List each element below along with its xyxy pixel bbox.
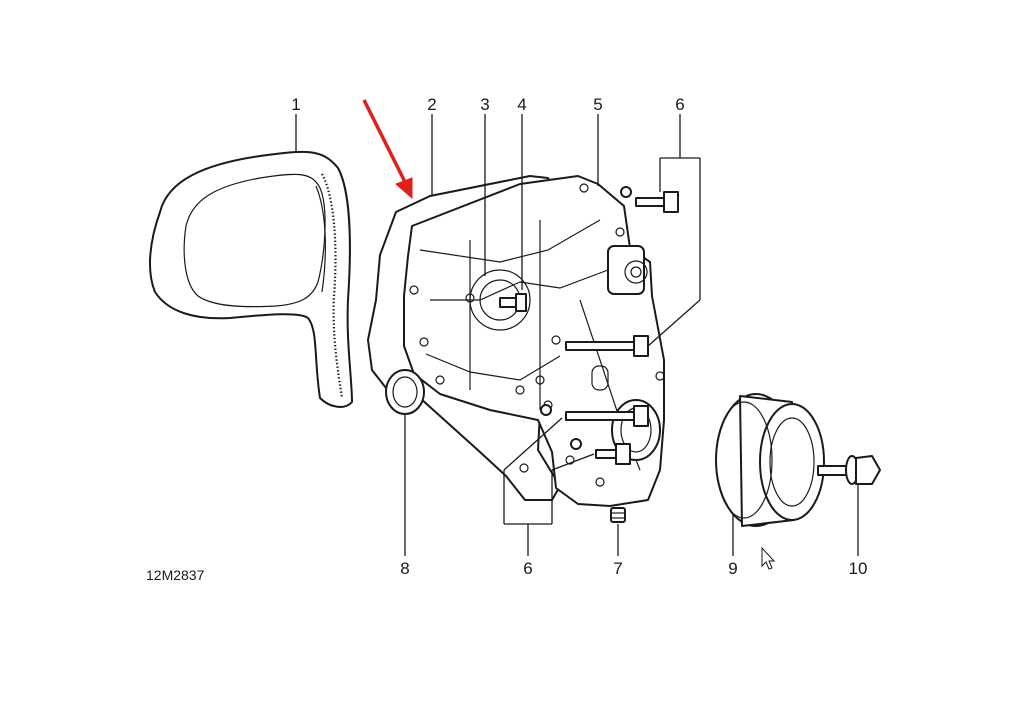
part-7-plug xyxy=(610,507,626,523)
part-8-oil-seal xyxy=(385,369,425,415)
mouse-pointer-icon xyxy=(761,546,776,570)
callout-10: 10 xyxy=(849,559,868,578)
callout-2: 2 xyxy=(427,95,436,114)
callout-6-bottom: 6 xyxy=(523,559,532,578)
part-9-pulley xyxy=(715,393,825,527)
callout-6-top: 6 xyxy=(675,95,684,114)
part-10-pulley-bolt xyxy=(817,455,881,485)
part-6-bolts xyxy=(540,186,679,465)
highlight-arrow xyxy=(362,99,413,200)
timing-belt xyxy=(148,150,353,408)
callout-3: 3 xyxy=(480,95,489,114)
callout-labels: 1 2 3 4 5 6 6 7 8 9 10 xyxy=(291,95,867,578)
drawing-code: 12M2837 xyxy=(146,567,205,583)
callout-9: 9 xyxy=(728,559,737,578)
callout-1: 1 xyxy=(291,95,300,114)
callout-7: 7 xyxy=(613,559,622,578)
callout-4: 4 xyxy=(517,95,526,114)
callout-8: 8 xyxy=(400,559,409,578)
leader-lines xyxy=(295,114,859,556)
callout-5: 5 xyxy=(593,95,602,114)
part-4-bolt xyxy=(499,293,527,312)
